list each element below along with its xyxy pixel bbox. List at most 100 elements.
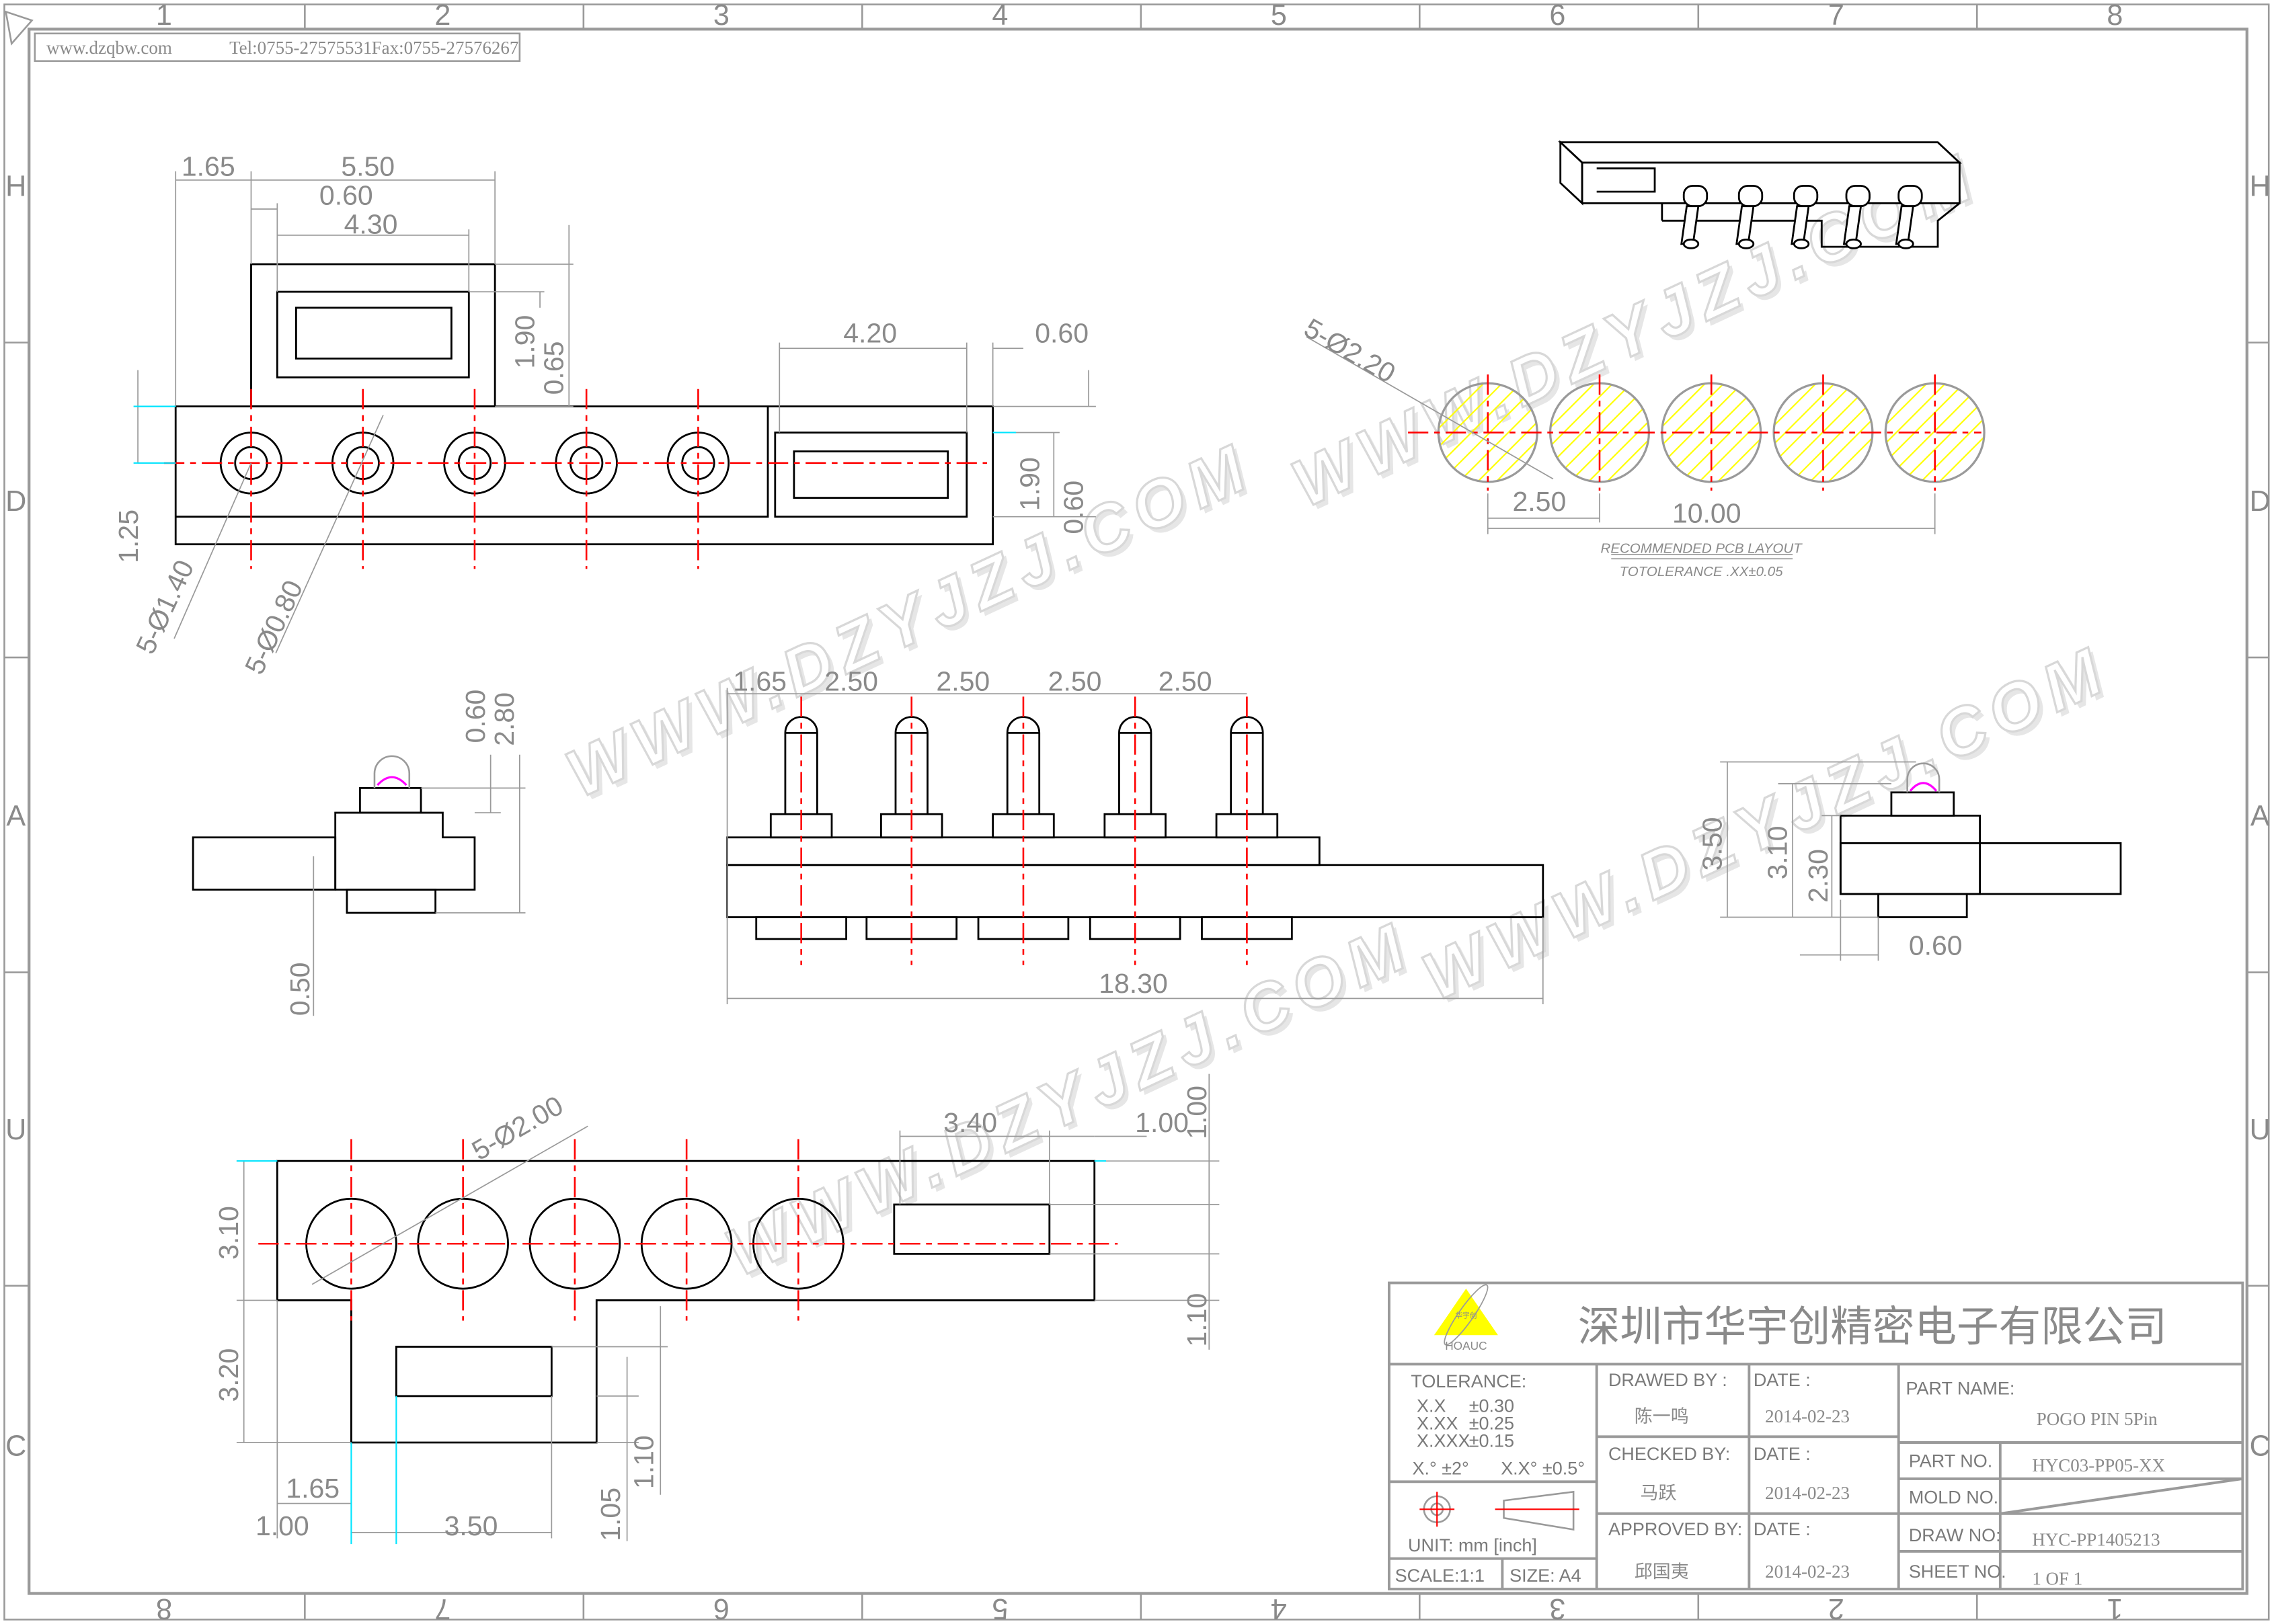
watermark: WWW.DZYJZJ.COM (1412, 631, 2121, 1014)
dim-label: 18.30 (1099, 968, 1168, 999)
dim-label: 1.10 (1181, 1293, 1212, 1347)
projection-symbol-icon (1419, 1490, 1579, 1531)
dim-label: 2.30 (1803, 849, 1834, 903)
unit-label: UNIT: mm [inch] (1408, 1535, 1537, 1555)
zone-label: C (5, 1430, 26, 1462)
zone-label: D (2250, 485, 2271, 518)
tolerance-label: TOLERANCE: (1411, 1371, 1526, 1391)
tol-key: X.XXX (1417, 1430, 1470, 1451)
watermarks: WWW.DZYJZJ.COM WWW.DZYJZJ.COM WWW.DZYJZJ… (554, 137, 2125, 1295)
checked-by-value: 马跃 (1640, 1483, 1676, 1503)
zone-label: 6 (713, 1592, 730, 1624)
scale-label: SCALE:1:1 (1395, 1566, 1485, 1586)
zone-label: A (6, 801, 26, 833)
tol-value: ±0.30 (1469, 1396, 1514, 1416)
dim-label: 1.90 (509, 315, 540, 369)
zone-label: H (2250, 171, 2271, 203)
company-name: 深圳市华宇创精密电子有限公司 (1578, 1303, 2167, 1350)
zone-label: 1 (2107, 1592, 2123, 1624)
dim-label: 3.20 (213, 1348, 244, 1402)
dim-label: 0.50 (284, 962, 315, 1016)
angle-tol: X.° ±2° (1413, 1458, 1469, 1478)
tol-value: ±0.25 (1469, 1414, 1514, 1434)
dim-label: 0.60 (1035, 318, 1089, 349)
right-side-view: 3.50 3.10 2.30 0.60 (1696, 761, 2122, 961)
drawing-frame: 1 2 3 4 5 6 7 8 8 7 6 5 4 3 2 1 H D A U … (3, 0, 2271, 1624)
pcb-layout: 5-Ø2.20 2.50 10.00 RECOMMENDED PCB LAYOU… (1299, 313, 1986, 579)
dim-label: 4.20 (843, 318, 897, 349)
tel-text: Tel:0755-27575531 (229, 38, 372, 58)
dim-label: 3.50 (444, 1510, 498, 1541)
checked-by-label: CHECKED BY: (1608, 1444, 1730, 1464)
drawn-by-value: 陈一鸣 (1635, 1406, 1689, 1426)
sheet-no-label: SHEET NO. (1909, 1561, 2006, 1582)
dim-label: 1.90 (1015, 457, 1046, 511)
size-label: SIZE: A4 (1509, 1566, 1581, 1586)
date-label: DATE : (1754, 1370, 1811, 1390)
dim-label: 1.65 (182, 151, 235, 181)
zone-label: U (2250, 1114, 2271, 1146)
zone-label: H (5, 171, 26, 203)
dim-label: 1.25 (113, 510, 144, 563)
company-logo: 华宇创 HOAUC (1434, 1284, 1498, 1352)
date-label: DATE : (1754, 1444, 1811, 1464)
dim-label: 2.50 (1159, 666, 1212, 697)
watermark: WWW.DZYJZJ.COM (715, 907, 1423, 1290)
dim-label: 1.65 (733, 666, 787, 697)
date-value: 2014-02-23 (1765, 1406, 1850, 1426)
mold-no-label: MOLD NO. (1909, 1488, 1998, 1508)
dim-label: 5-Ø1.40 (130, 555, 200, 659)
dim-label: 3.10 (213, 1206, 244, 1260)
approved-by-value: 邱国夷 (1635, 1561, 1689, 1582)
hole-label: 5-Ø2.20 (1299, 313, 1401, 389)
draw-no-value: HYC-PP1405213 (2032, 1529, 2160, 1549)
watermark: WWW.DZYJZJ.COM (555, 428, 1264, 811)
zone-label: 5 (1271, 0, 1287, 32)
tol-value: ±0.15 (1469, 1430, 1514, 1451)
zone-label: 7 (1828, 0, 1844, 32)
logo-inner-text: 华宇创 (1455, 1311, 1477, 1320)
dim-label: 5-Ø0.80 (239, 575, 309, 679)
zone-label: U (5, 1114, 26, 1146)
zone-label: 1 (156, 0, 172, 32)
tol-key: X.XX (1417, 1414, 1458, 1434)
zone-label: 3 (713, 0, 730, 32)
dim-label: 4.30 (344, 209, 398, 240)
zone-label: 8 (156, 1592, 172, 1624)
angle-tol: X.X° ±0.5° (1501, 1458, 1585, 1478)
zone-label: D (5, 485, 26, 518)
date-value: 2014-02-23 (1765, 1483, 1850, 1503)
isometric-view (1558, 140, 1962, 249)
sheet-no-value: 1 OF 1 (2032, 1569, 2082, 1589)
date-label: DATE : (1754, 1519, 1811, 1539)
approved-by-label: APPROVED BY: (1608, 1519, 1742, 1539)
left-side-view: 0.60 2.80 0.50 (192, 690, 526, 1016)
draw-no-label: DRAW NO: (1909, 1525, 2001, 1545)
header-box: www.dzqbw.com Tel:0755-27575531 Fax:0755… (34, 32, 521, 63)
zone-label: 8 (2107, 0, 2123, 32)
dim-label: 1.65 (286, 1473, 340, 1504)
dim-label: 2.50 (824, 666, 878, 697)
dim-label: 0.60 (460, 690, 491, 743)
dim-label: 0.60 (1909, 930, 1963, 961)
front-view: 1.65 2.50 2.50 2.50 2.50 18.30 (726, 666, 1544, 1005)
zone-label: 6 (1549, 0, 1565, 32)
dim-label: 1.00 (1181, 1086, 1212, 1139)
pcb-layout-title: RECOMMENDED PCB LAYOUT (1601, 541, 1803, 557)
tol-key: X.X (1417, 1396, 1446, 1416)
dim-label: 5-Ø2.00 (467, 1090, 568, 1166)
dim-label: 1.00 (1135, 1107, 1189, 1138)
dim-label: 2.50 (936, 666, 990, 697)
pitch-label: 2.50 (1512, 486, 1566, 517)
part-no-value: HYC03-PP05-XX (2032, 1455, 2165, 1475)
dim-label: 3.50 (1696, 817, 1727, 871)
drawn-by-label: DRAWED BY : (1608, 1370, 1727, 1390)
dim-label: 0.65 (539, 341, 570, 395)
dim-label: 3.40 (943, 1107, 997, 1138)
dim-label: 0.60 (319, 180, 373, 211)
zone-label: 3 (1549, 1592, 1565, 1624)
zone-label: A (2250, 801, 2270, 833)
zone-label: C (2250, 1430, 2271, 1462)
part-name-value: POGO PIN 5Pin (2037, 1409, 2158, 1429)
